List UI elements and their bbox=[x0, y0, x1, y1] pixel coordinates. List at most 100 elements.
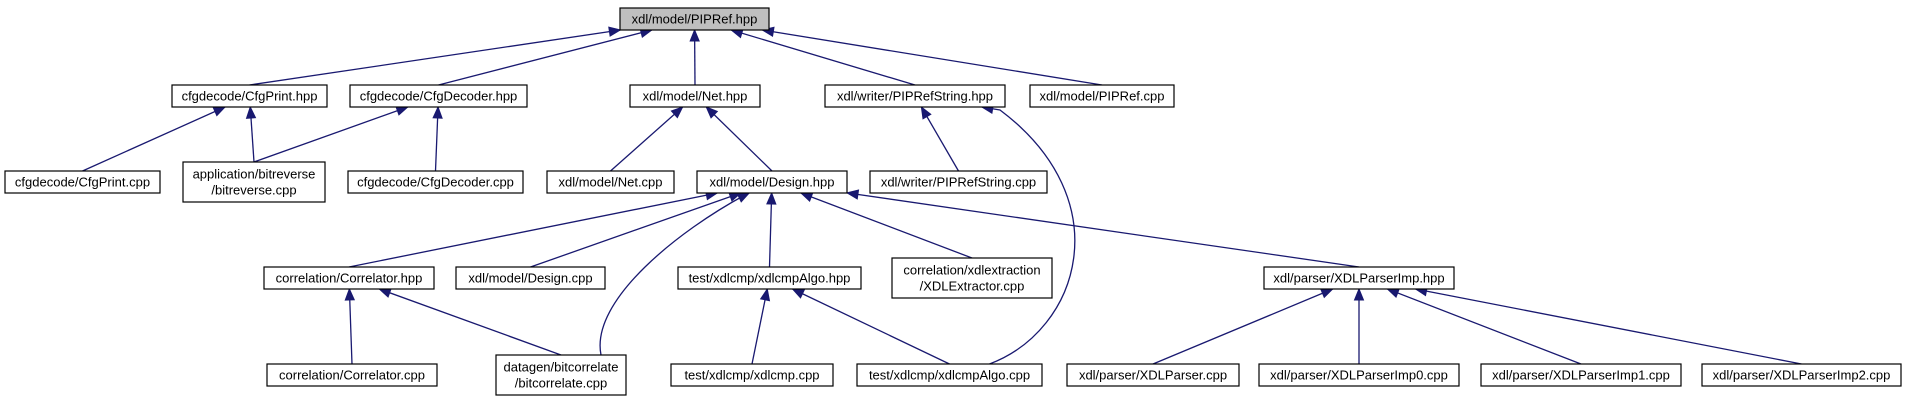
node-xdlparser_cpp[interactable]: xdl/parser/XDLParser.cpp bbox=[1066, 363, 1240, 387]
node-label: xdl/writer/PIPRefString.cpp bbox=[881, 175, 1036, 190]
node-box bbox=[824, 84, 1006, 108]
node-design_hpp[interactable]: xdl/model/Design.hpp bbox=[696, 170, 848, 194]
node-box bbox=[619, 7, 770, 31]
edge-cfgdecoder_hpp-to-root bbox=[438, 27, 654, 86]
edge-line-16 bbox=[768, 192, 773, 268]
node-cfgprint_cpp[interactable]: cfgdecode/CfgPrint.cpp bbox=[4, 170, 161, 194]
edge-arrowhead-2 bbox=[689, 28, 700, 42]
edge-correlator_cpp-to-correlator_hpp bbox=[344, 287, 356, 365]
edge-xdlparserimp2_cpp-to-xdlparserimp_hpp bbox=[1414, 286, 1802, 365]
node-xdlparserimp0_cpp[interactable]: xdl/parser/XDLParserImp0.cpp bbox=[1258, 363, 1460, 387]
edge-cfgdecoder_cpp-to-cfgdecoder_hpp bbox=[432, 105, 443, 172]
edge-design_hpp-to-net_hpp bbox=[705, 106, 773, 172]
edge-arrowhead-23 bbox=[1320, 288, 1334, 299]
node-correlator_hpp[interactable]: correlation/Correlator.hpp bbox=[263, 266, 435, 290]
edge-xdlextractor_cpp-to-design_hpp bbox=[799, 192, 973, 259]
edge-cfgprint_hpp-to-root bbox=[249, 26, 622, 86]
node-correlator_cpp[interactable]: correlation/Correlator.cpp bbox=[266, 363, 438, 387]
node-xdlparserimp1_cpp[interactable]: xdl/parser/XDLParserImp1.cpp bbox=[1480, 363, 1682, 387]
node-xdlcmpalgo_cpp[interactable]: test/xdlcmp/xdlcmpAlgo.cpp bbox=[856, 363, 1043, 387]
node-label: test/xdlcmp/xdlcmp.cpp bbox=[684, 368, 819, 383]
node-label: xdl/parser/XDLParserImp2.cpp bbox=[1713, 368, 1891, 383]
nodes-layer: xdl/model/PIPRef.hpp cfgdecode/CfgPrint.h… bbox=[4, 7, 1902, 396]
node-box bbox=[347, 170, 524, 194]
edge-xdlparserimp0_cpp-to-xdlparserimp_hpp bbox=[1353, 287, 1365, 364]
edge-xdlcmpalgo_hpp-to-design_hpp bbox=[766, 191, 777, 268]
node-label: cfgdecode/CfgDecoder.hpp bbox=[360, 89, 518, 104]
edge-piprefstring_cpp-to-piprefstring_hpp bbox=[920, 105, 960, 172]
edge-cfgprint_cpp-to-cfgprint_hpp bbox=[82, 106, 227, 172]
edge-arrowhead-7 bbox=[395, 105, 409, 116]
node-label: correlation/xdlextraction bbox=[903, 263, 1040, 278]
node-net_hpp[interactable]: xdl/model/Net.hpp bbox=[629, 84, 761, 108]
edge-xdlcmp_cpp-to-xdlcmpalgo_hpp bbox=[751, 287, 771, 365]
edge-line-11 bbox=[920, 106, 960, 172]
edge-xdlparserimp_hpp-to-design_hpp bbox=[845, 189, 1360, 268]
node-design_cpp[interactable]: xdl/model/Design.cpp bbox=[455, 266, 606, 290]
node-cfgdecoder_hpp[interactable]: cfgdecode/CfgDecoder.hpp bbox=[349, 84, 528, 108]
edge-line-4 bbox=[762, 29, 1103, 86]
edge-arrowhead-19 bbox=[344, 287, 356, 301]
node-xdlparserimp_hpp[interactable]: xdl/parser/XDLParserImp.hpp bbox=[1263, 266, 1455, 290]
edge-net_cpp-to-net_hpp bbox=[610, 106, 684, 172]
edge-arrowhead-8 bbox=[432, 105, 443, 119]
edge-line-23 bbox=[1152, 288, 1333, 365]
node-box bbox=[1701, 363, 1902, 387]
node-label: /bitcorrelate.cpp bbox=[515, 376, 608, 391]
node-bitreverse_cpp[interactable]: application/bitreverse/bitreverse.cpp bbox=[182, 161, 326, 203]
edge-xdlparser_cpp-to-xdlparserimp_hpp bbox=[1152, 288, 1334, 365]
node-label: /bitreverse.cpp bbox=[211, 183, 296, 198]
edge-line-12 bbox=[981, 106, 1076, 365]
edge-line-9 bbox=[610, 106, 684, 172]
node-box bbox=[171, 84, 328, 108]
edge-arrowhead-22 bbox=[791, 288, 806, 299]
node-box bbox=[1263, 266, 1455, 290]
node-pipref_cpp[interactable]: xdl/model/PIPRef.cpp bbox=[1029, 84, 1175, 108]
node-label: cfgdecode/CfgPrint.cpp bbox=[15, 175, 150, 190]
edge-arrowhead-11 bbox=[920, 105, 932, 120]
node-piprefstring_hpp[interactable]: xdl/writer/PIPRefString.hpp bbox=[824, 84, 1006, 108]
edge-arrowhead-6 bbox=[245, 105, 257, 119]
node-label: xdl/parser/XDLParserImp1.cpp bbox=[1492, 368, 1670, 383]
node-label: test/xdlcmp/xdlcmpAlgo.cpp bbox=[869, 368, 1030, 383]
edge-arrowhead-17 bbox=[799, 192, 814, 202]
node-label: xdl/model/Net.cpp bbox=[558, 175, 662, 190]
edge-line-18 bbox=[846, 192, 1360, 268]
node-box bbox=[856, 363, 1043, 387]
node-cfgprint_hpp[interactable]: cfgdecode/CfgPrint.hpp bbox=[171, 84, 328, 108]
edge-arrowhead-18 bbox=[845, 189, 860, 200]
node-label: xdl/parser/XDLParser.cpp bbox=[1079, 368, 1227, 383]
edge-line-15 bbox=[599, 192, 750, 356]
edge-line-1 bbox=[438, 29, 652, 86]
edge-arrowhead-20 bbox=[378, 287, 392, 298]
node-box bbox=[495, 354, 627, 396]
node-label: xdl/model/PIPRef.cpp bbox=[1039, 89, 1164, 104]
node-xdlcmpalgo_hpp[interactable]: test/xdlcmp/xdlcmpAlgo.hpp bbox=[677, 266, 862, 290]
node-label: /XDLExtractor.cpp bbox=[920, 279, 1025, 294]
node-xdlextractor_cpp[interactable]: correlation/xdlextraction/XDLExtractor.c… bbox=[891, 257, 1053, 299]
node-root[interactable]: xdl/model/PIPRef.hpp bbox=[619, 7, 770, 31]
node-net_cpp[interactable]: xdl/model/Net.cpp bbox=[546, 170, 675, 194]
node-label: cfgdecode/CfgPrint.hpp bbox=[182, 89, 318, 104]
edge-line-10 bbox=[705, 106, 773, 172]
edge-bitreverse_cpp-to-cfgdecoder_hpp bbox=[253, 105, 409, 163]
edge-arrowhead-0 bbox=[608, 26, 622, 37]
node-box bbox=[266, 363, 438, 387]
node-label: xdl/model/Net.hpp bbox=[643, 89, 748, 104]
node-label: xdl/model/PIPRef.hpp bbox=[632, 12, 758, 27]
edge-xdlcmpalgo_cpp-to-piprefstring_hpp bbox=[980, 103, 1076, 365]
node-label: cfgdecode/CfgDecoder.cpp bbox=[357, 175, 514, 190]
node-cfgdecoder_cpp[interactable]: cfgdecode/CfgDecoder.cpp bbox=[347, 170, 524, 194]
node-piprefstring_cpp[interactable]: xdl/writer/PIPRefString.cpp bbox=[869, 170, 1048, 194]
node-xdlcmp_cpp[interactable]: test/xdlcmp/xdlcmp.cpp bbox=[670, 363, 834, 387]
edge-xdlcmpalgo_cpp-to-xdlcmpalgo_hpp bbox=[791, 288, 950, 365]
node-bitcorrelate_cpp[interactable]: datagen/bitcorrelate/bitcorrelate.cpp bbox=[495, 354, 627, 396]
edge-line-3 bbox=[731, 29, 916, 86]
edge-line-7 bbox=[253, 106, 408, 163]
node-box bbox=[869, 170, 1048, 194]
node-label: test/xdlcmp/xdlcmpAlgo.hpp bbox=[689, 271, 851, 286]
node-xdlparserimp2_cpp[interactable]: xdl/parser/XDLParserImp2.cpp bbox=[1701, 363, 1902, 387]
node-label: correlation/Correlator.cpp bbox=[279, 368, 425, 383]
edge-line-19 bbox=[348, 288, 353, 365]
